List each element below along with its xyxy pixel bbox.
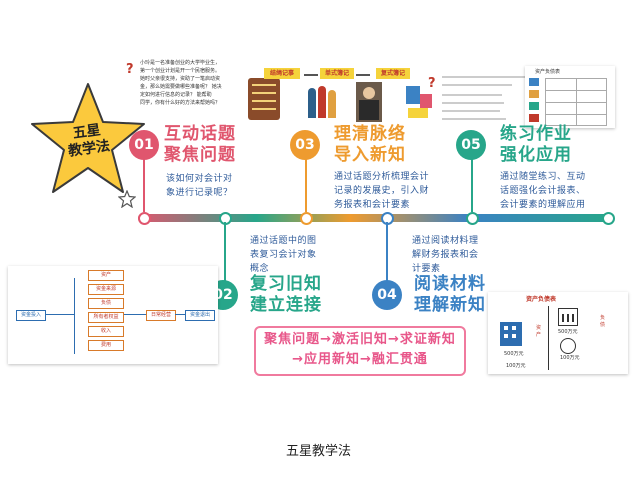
step-number-3: 03 xyxy=(290,130,320,160)
abacus-image xyxy=(248,78,280,120)
timeline-node-1 xyxy=(138,212,151,225)
asset-label: 资产 xyxy=(536,325,542,338)
star-icon xyxy=(31,83,145,193)
connector-4 xyxy=(386,222,388,287)
building-icon xyxy=(500,322,522,346)
arrow-icon xyxy=(304,74,318,76)
thumbnail-flow-diagram: 资金投入 资产 资金来源 负债 所有者权益 收入 费用 日常经营 资金退出 xyxy=(8,266,218,364)
thumbnail-balance-sheet-top: 资产负债表 xyxy=(525,66,615,128)
flow-tail: 资金退出 xyxy=(185,310,215,321)
timeline-node-3 xyxy=(300,212,313,225)
portrait-image xyxy=(356,82,382,122)
arrow-icon xyxy=(356,74,370,76)
flow-item-5: 收入 xyxy=(88,326,124,337)
flow-item-1: 资产 xyxy=(88,270,124,281)
star-badge xyxy=(31,83,145,193)
value-4: 100万元 xyxy=(560,355,580,361)
flow-item-4: 所有者权益 xyxy=(88,312,124,323)
summary-box: 聚焦问题→激活旧知→求证新知 →应用新知→融汇贯通 xyxy=(254,326,466,376)
report-icons-image xyxy=(404,82,434,122)
bank-icon xyxy=(558,308,578,326)
small-star-icon xyxy=(118,190,136,208)
step-title-4: 阅读材料 理解新知 xyxy=(414,274,486,315)
flow-item-6: 费用 xyxy=(88,340,124,351)
story-text: 小玲是一名准备创业的大学毕业生， 第一个创业计划是开一个民宿服务。 她时父亲很支… xyxy=(140,60,222,106)
thumbnail-quiz: ? xyxy=(428,70,528,130)
flow-item-2: 资金来源 xyxy=(88,284,124,295)
step-desc-2: 通过话题中的图 表复习会计对象 概念 xyxy=(250,236,317,274)
step-desc-4: 通过阅读材料理 解财务报表和会 计要素 xyxy=(412,236,479,274)
step-title-3: 理清脉络 导入新知 xyxy=(334,124,406,165)
step-title-5: 练习作业 强化应用 xyxy=(500,124,572,165)
step-number-5: 05 xyxy=(456,130,486,160)
liability-label: 负债 xyxy=(600,315,606,328)
hand-icon xyxy=(560,338,576,354)
history-label-2: 单式簿记 xyxy=(320,68,354,79)
connector-1 xyxy=(143,150,145,212)
people-image xyxy=(306,82,340,122)
step-title-2: 复习旧知 建立连接 xyxy=(250,274,322,315)
timeline-node-end xyxy=(602,212,615,225)
sheet-title: 资产负债表 xyxy=(526,296,557,303)
value-3: 100万元 xyxy=(506,363,526,369)
step-desc-5: 通过随堂练习、互动 话题强化会计报表、 会计要素的理解应用 xyxy=(500,172,586,210)
value-2: 500万元 xyxy=(558,329,578,335)
flow-branch: 日常经营 xyxy=(146,310,176,321)
timeline-node-5 xyxy=(466,212,479,225)
flow-root: 资金投入 xyxy=(16,310,46,321)
question-icon: ? xyxy=(126,62,134,77)
connector-3 xyxy=(305,150,307,212)
flow-item-3: 负债 xyxy=(88,298,124,309)
connector-2 xyxy=(224,222,226,287)
history-label-3: 复式簿记 xyxy=(376,68,410,79)
step-number-4: 04 xyxy=(372,280,402,310)
step-desc-1: 该如何对会计对 象进行记录呢？ xyxy=(166,174,233,198)
question-icon: ? xyxy=(428,76,436,91)
history-label-1: 结绳记事 xyxy=(264,68,300,79)
connector-5 xyxy=(471,150,473,212)
step-desc-3: 通过话题分析梳理会计 记录的发展史，引入财 务报表和会计要素 xyxy=(334,172,430,210)
thumbnail-history: 结绳记事 单式簿记 复式簿记 xyxy=(240,60,435,135)
thumbnail-story: ? 小玲是一名准备创业的大学毕业生， 第一个创业计划是开一个民宿服务。 她时父亲… xyxy=(126,57,246,132)
thumbnail-balance-sheet-bottom: 资产负债表 资产 负债 500万元 500万元 100万元 100万元 xyxy=(488,292,628,374)
page-caption: 五星教学法 xyxy=(285,444,351,459)
timeline-bar xyxy=(138,214,610,222)
value-1: 500万元 xyxy=(504,351,524,357)
step-title-1: 互动话题 聚焦问题 xyxy=(164,124,236,165)
table-title: 资产负债表 xyxy=(535,69,561,75)
step-number-1: 01 xyxy=(129,130,159,160)
